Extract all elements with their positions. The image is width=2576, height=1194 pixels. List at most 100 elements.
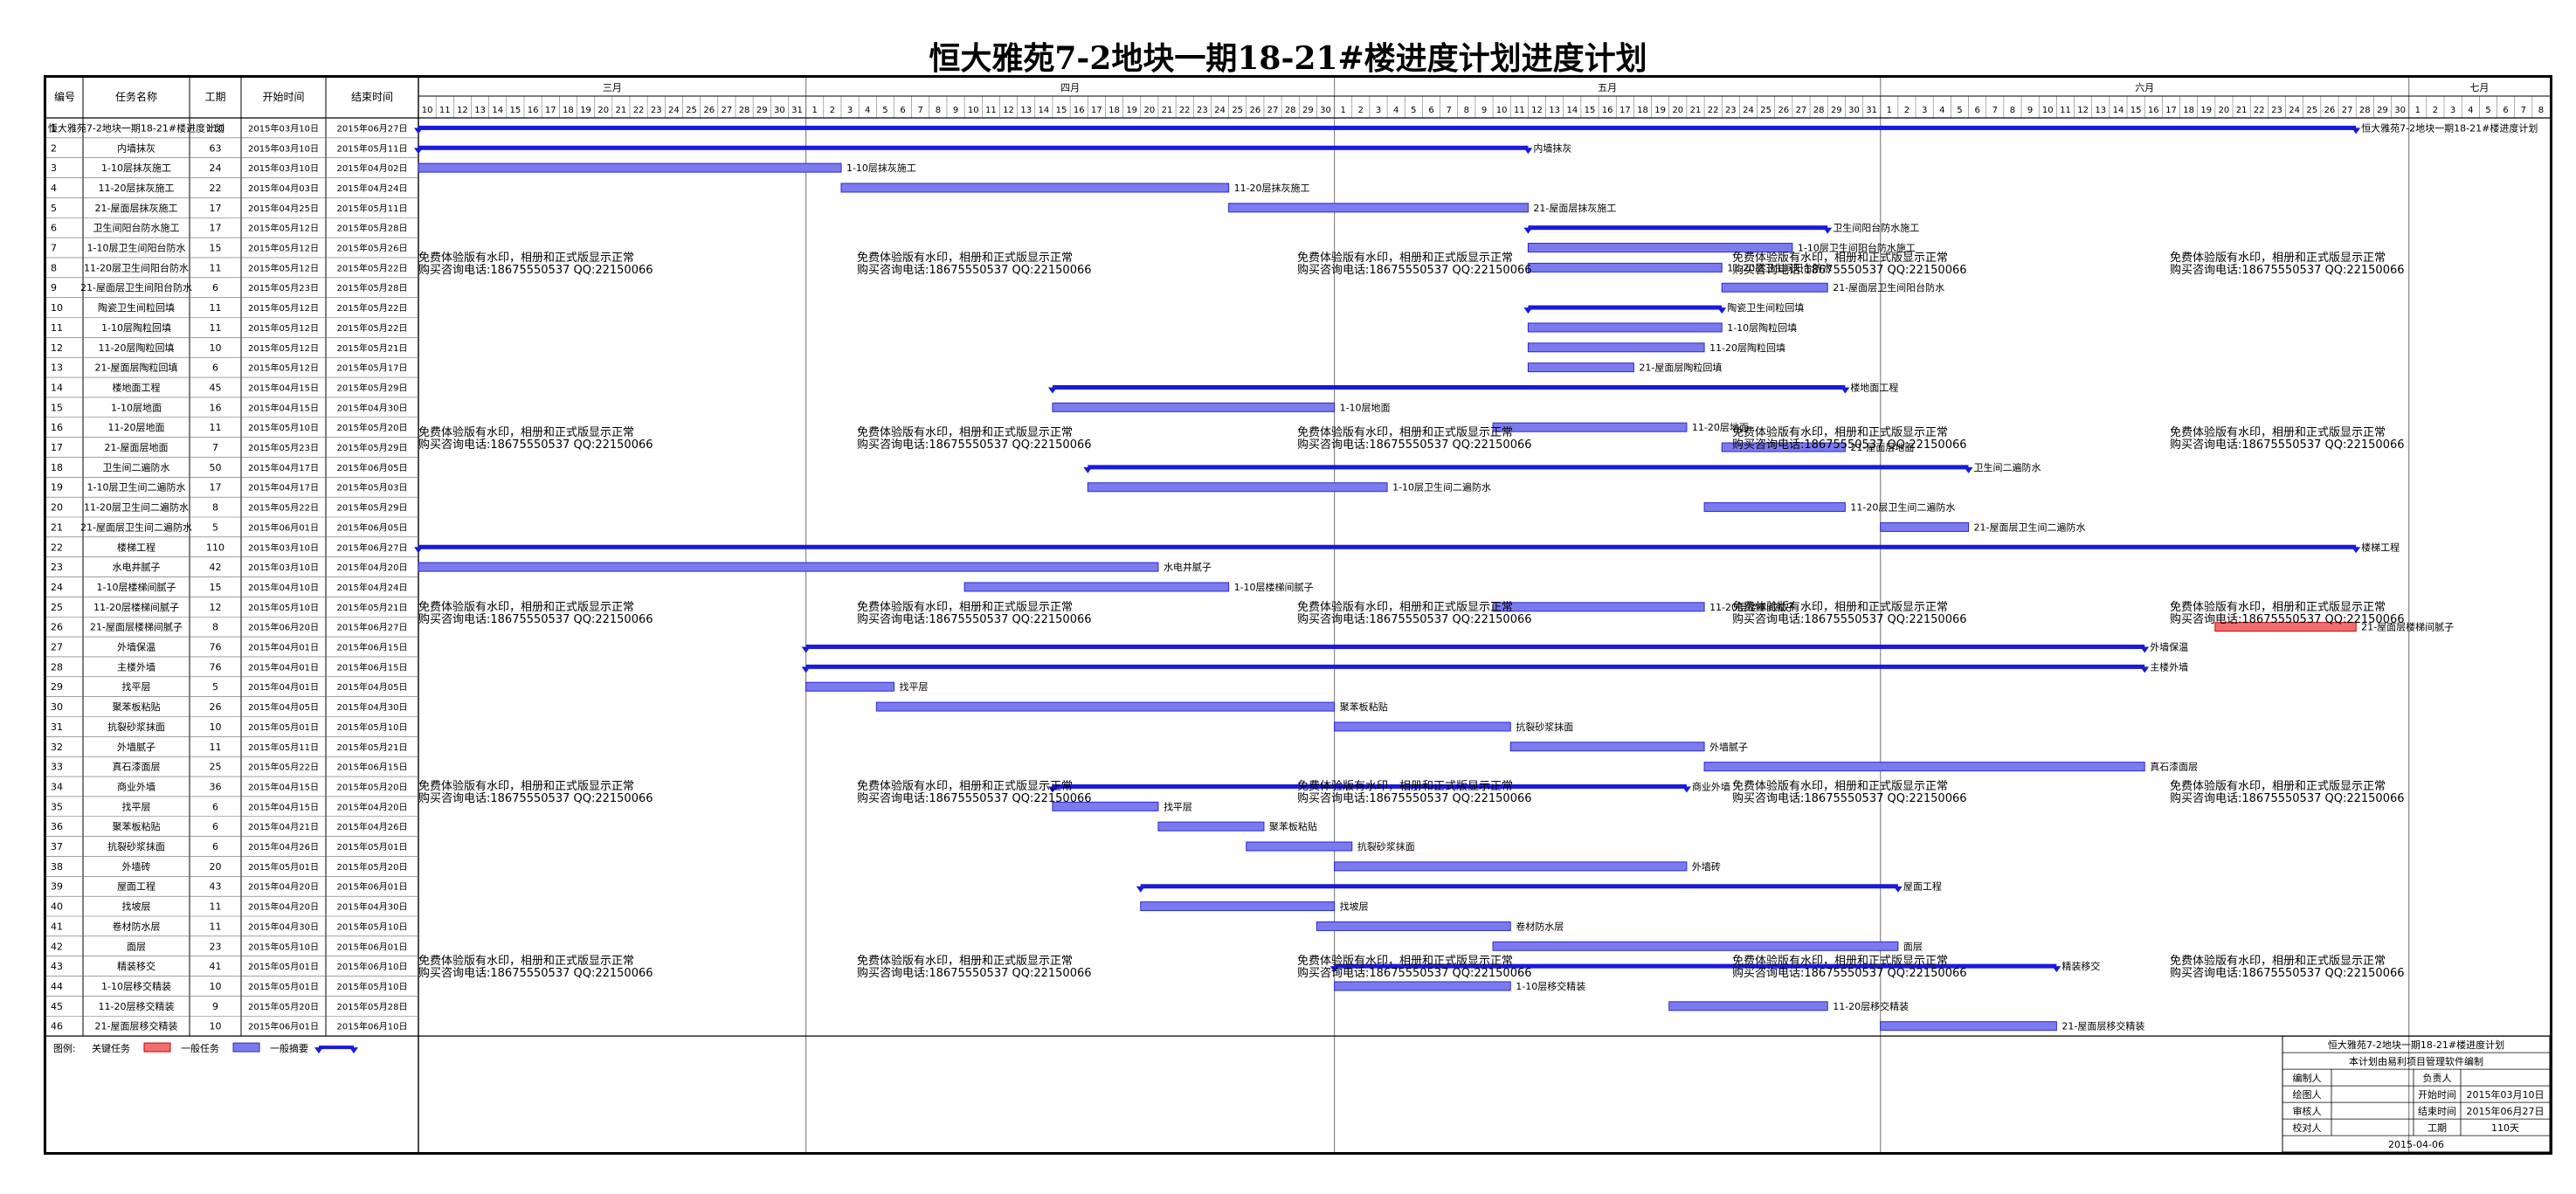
day-label: 20 <box>1672 106 1683 115</box>
watermark-text: 购买咨询电话:18675550537 QQ:22150066 <box>2170 263 2405 277</box>
day-label: 20 <box>597 106 609 115</box>
watermark-text: 购买咨询电话:18675550537 QQ:22150066 <box>857 791 1092 805</box>
task-end: 2015年05月21日 <box>337 342 408 354</box>
task-start: 2015年06月01日 <box>248 1021 319 1032</box>
task-bar <box>1334 981 1511 991</box>
day-label: 17 <box>2165 106 2177 115</box>
task-duration: 10 <box>210 981 222 992</box>
day-label: 11 <box>1514 106 1525 115</box>
legend-summary-label: 一般摘要 <box>270 1042 308 1054</box>
task-start: 2015年04月01日 <box>248 661 319 673</box>
day-label: 28 <box>1285 106 1296 115</box>
task-name: 1-10层卫生间阳台防水 <box>87 242 186 254</box>
task-start: 2015年04月15日 <box>248 781 319 792</box>
day-label: 16 <box>2148 106 2159 115</box>
task-bar <box>1527 262 1723 273</box>
task-start: 2015年04月01日 <box>248 681 319 693</box>
task-id: 7 <box>51 243 57 254</box>
task-name: 商业外墙 <box>117 780 155 792</box>
day-label: 24 <box>668 106 680 115</box>
legend-title: 图例: <box>53 1042 76 1054</box>
task-name: 1-10层楼梯间腻子 <box>97 581 176 593</box>
day-label: 16 <box>1602 106 1613 115</box>
task-duration: 76 <box>210 642 222 653</box>
day-label: 15 <box>1056 106 1067 115</box>
info-cell: 工期 <box>2428 1122 2447 1134</box>
watermark-text: 购买咨询电话:18675550537 QQ:22150066 <box>1297 966 1532 980</box>
day-label: 28 <box>1813 106 1825 115</box>
task-bar-label: 外墙保温 <box>2150 641 2188 653</box>
task-duration: 24 <box>210 162 222 174</box>
task-bar <box>1527 322 1723 333</box>
day-label: 27 <box>1267 106 1279 115</box>
task-start: 2015年03月10日 <box>248 542 319 553</box>
task-id: 30 <box>51 701 63 713</box>
task-bar-label: 内墙抹灰 <box>1533 141 1571 154</box>
watermark-text: 购买咨询电话:18675550537 QQ:22150066 <box>418 263 653 277</box>
summary-bar <box>805 664 2145 669</box>
watermark-text: 购买咨询电话:18675550537 QQ:22150066 <box>1297 791 1532 805</box>
info-cell: 2015年06月27日 <box>2467 1105 2545 1117</box>
task-bar-label: 11-20层移交精装 <box>1833 1000 1909 1012</box>
task-duration: 8 <box>212 502 218 514</box>
task-id: 10 <box>51 302 63 314</box>
day-label: 4 <box>1939 106 1944 115</box>
task-id: 41 <box>51 921 63 932</box>
task-bar-label: 11-20层卫生间二遍防水 <box>1850 501 1955 514</box>
task-duration: 17 <box>210 223 222 234</box>
day-label: 19 <box>1126 106 1137 115</box>
day-label: 27 <box>1796 106 1807 115</box>
task-start: 2015年05月01日 <box>248 721 319 733</box>
task-id: 35 <box>51 801 63 812</box>
task-duration: 11 <box>210 921 222 932</box>
task-id: 17 <box>51 442 63 453</box>
day-label: 14 <box>1039 106 1050 115</box>
summary-start-marker <box>1523 227 1533 234</box>
task-end: 2015年05月01日 <box>337 841 408 852</box>
task-id: 28 <box>51 661 63 673</box>
day-label: 29 <box>1302 106 1314 115</box>
day-label: 11 <box>2060 106 2071 115</box>
task-id: 19 <box>51 482 63 493</box>
summary-bar <box>1052 384 1846 390</box>
task-name: 聚苯板粘贴 <box>113 701 161 713</box>
summary-bar <box>1528 225 1828 231</box>
day-label: 22 <box>1708 106 1719 115</box>
legend-summary-marker <box>349 1047 358 1054</box>
task-bar <box>1721 442 1846 452</box>
day-label: 25 <box>2306 106 2317 115</box>
task-id: 21 <box>51 521 63 533</box>
task-bar-label: 1-10层楼梯间腻子 <box>1234 581 1314 593</box>
watermark-text: 免费体验版有水印，相册和正式版显示正常 <box>1297 600 1513 614</box>
task-id: 36 <box>51 821 63 832</box>
day-label: 5 <box>2485 106 2490 115</box>
info-subtitle: 本计划由易利项目管理软件编制 <box>2349 1055 2483 1067</box>
task-start: 2015年03月10日 <box>248 142 319 154</box>
watermark-text: 免费体验版有水印，相册和正式版显示正常 <box>2170 600 2386 614</box>
task-start: 2015年04月15日 <box>248 402 319 413</box>
task-duration: 110 <box>206 542 224 553</box>
day-label: 10 <box>422 106 433 115</box>
day-label: 29 <box>756 106 768 115</box>
task-end: 2015年06月27日 <box>337 122 408 134</box>
day-label: 19 <box>2200 106 2212 115</box>
task-end: 2015年06月01日 <box>337 881 408 893</box>
day-label: 1 <box>812 106 818 115</box>
legend-normal-label: 一般任务 <box>181 1043 219 1054</box>
watermark-text: 购买咨询电话:18675550537 QQ:22150066 <box>857 966 1092 980</box>
watermark-text: 免费体验版有水印，相册和正式版显示正常 <box>1732 600 1948 614</box>
task-end: 2015年06月15日 <box>337 661 408 673</box>
summary-start-marker <box>801 646 811 653</box>
task-id: 44 <box>51 981 63 992</box>
task-start: 2015年04月26日 <box>248 841 319 852</box>
task-start: 2015年05月22日 <box>248 502 319 514</box>
task-end: 2015年06月10日 <box>337 961 408 972</box>
summary-bar <box>418 125 2357 130</box>
task-duration: 63 <box>210 142 222 154</box>
watermark-text: 免费体验版有水印，相册和正式版显示正常 <box>2170 251 2386 265</box>
day-label: 1 <box>2415 106 2421 115</box>
task-end: 2015年05月11日 <box>337 142 408 154</box>
task-end: 2015年05月03日 <box>337 482 408 493</box>
task-bar-label: 21-屋面层陶粒回填 <box>1639 362 1722 374</box>
col-header-name: 任务名称 <box>115 90 157 103</box>
